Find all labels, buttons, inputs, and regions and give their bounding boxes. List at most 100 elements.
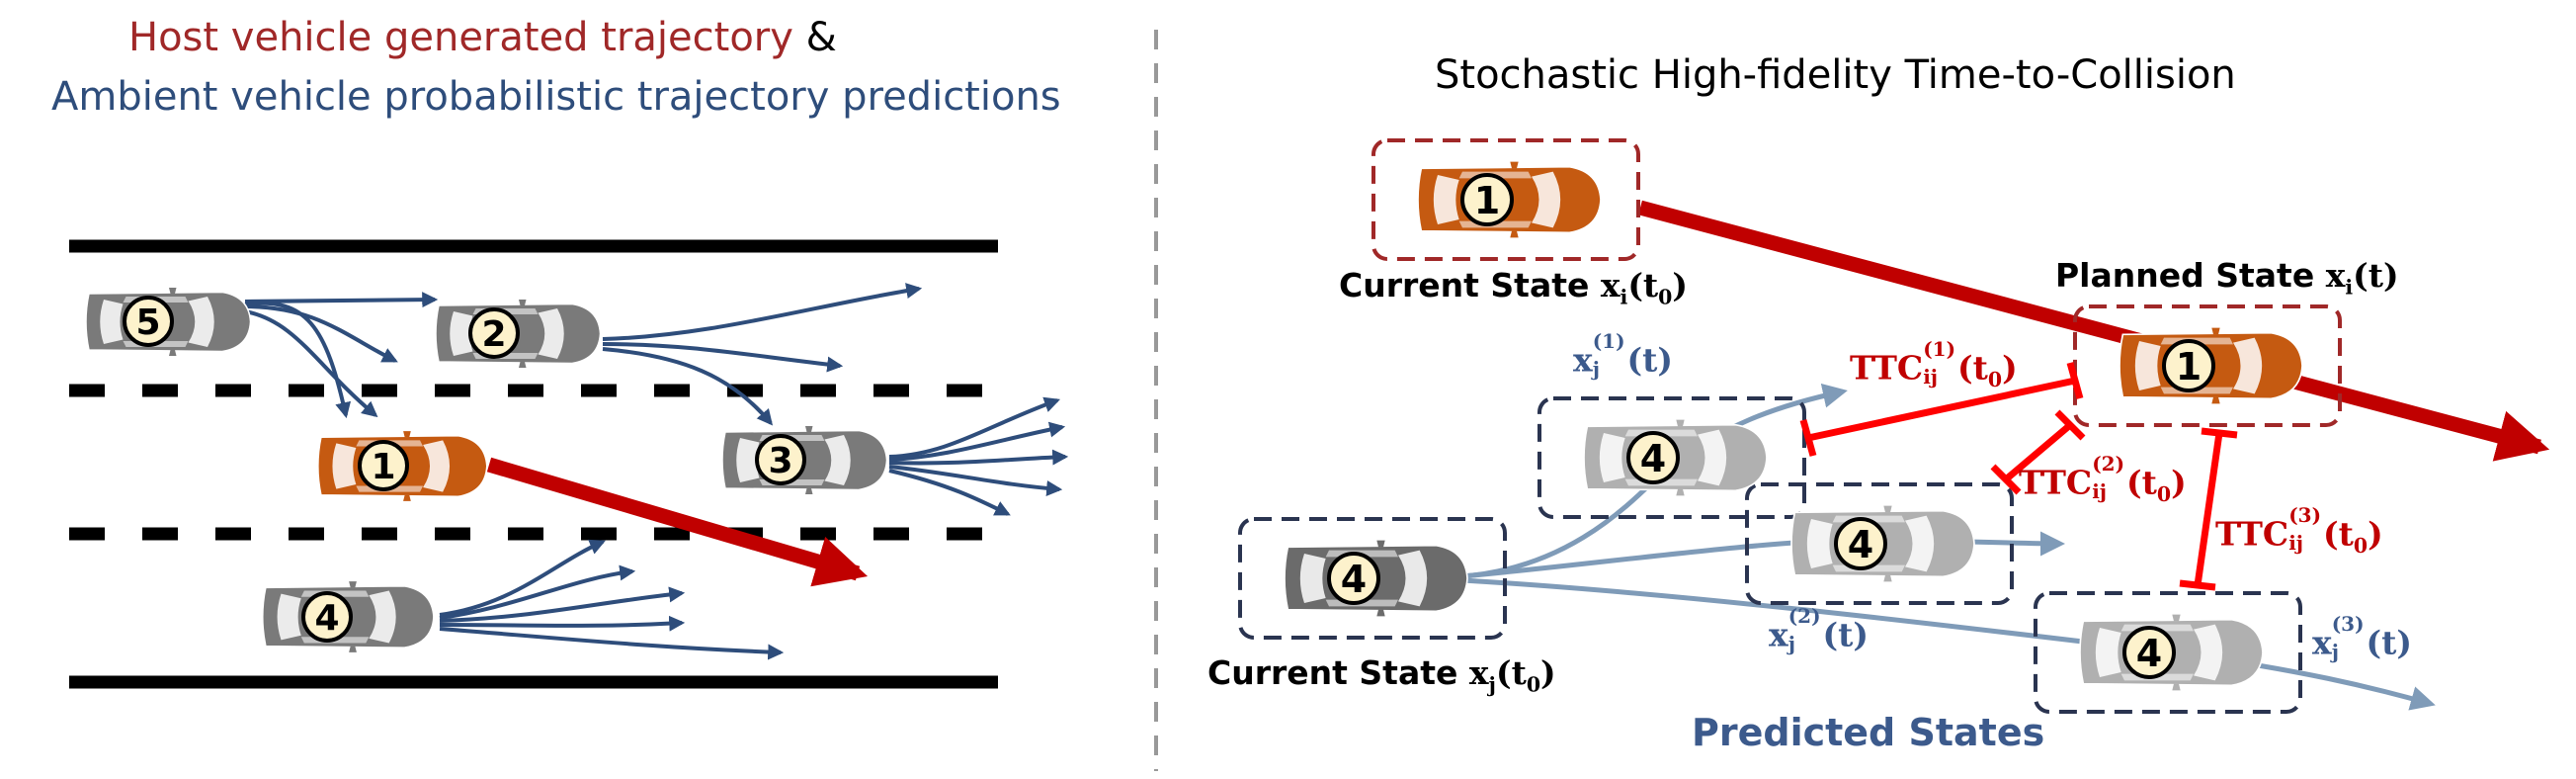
ttc-1-line (1807, 377, 2076, 442)
ttc-label-2-arg-sub: 0 (2156, 482, 2172, 507)
car-2-number: 2 (481, 314, 506, 355)
ambient-current-box (1238, 517, 1507, 640)
ambient-car-current-number: 4 (1341, 558, 1367, 601)
car2-prediction (602, 342, 844, 373)
pred-label-3-symbol: x (2312, 623, 2332, 662)
host-car-current-number: 1 (1474, 179, 1500, 222)
car4-prediction (439, 539, 606, 617)
host-planned-state-label: Planned State xi(t) (2055, 256, 2399, 298)
car5-prediction (244, 292, 439, 308)
ttc-label-1: TTC(1)ij(t0) (1850, 338, 2018, 392)
left-title-line1: Host vehicle generated trajectory & (128, 12, 837, 63)
pred-label-1-arg: (t) (1626, 340, 1674, 380)
road (69, 239, 998, 689)
ttc-label-3-sup: (3) (2288, 503, 2322, 527)
ambient-prediction-caption: Ambient vehicle probabilistic trajectory… (51, 74, 1061, 120)
ambient-car-current-badge (1327, 552, 1380, 605)
ttc-label-2-name: TTC (2019, 463, 2093, 502)
host-car-planned-badge (2162, 339, 2215, 392)
ambient-current-state-label: Current State xj(t0) (1207, 653, 1556, 695)
car-4-number: 4 (314, 598, 339, 639)
pred-label-3-arg: (t) (2366, 623, 2413, 662)
predicted-car-2-badge (1834, 517, 1887, 570)
car3-prediction (888, 396, 1061, 459)
host-planned-trajectory (1638, 200, 2550, 462)
ttc-label-1-arg-sub: 0 (1987, 368, 2003, 392)
pred-label-3-indices: (3)j (2332, 613, 2365, 666)
host-trajectory-arrow (486, 457, 869, 587)
right-title: Stochastic High-fidelity Time-to-Collisi… (1435, 49, 2236, 101)
host-planned-box (2073, 304, 2342, 427)
car-3: 3 (721, 425, 888, 495)
ttc-label-2-close: ) (2171, 463, 2187, 502)
car2-prediction (602, 283, 923, 341)
host-current-state-label: Current State xi(t0) (1339, 266, 1689, 307)
car3-prediction (888, 465, 1063, 496)
pred-label-2-indices: (2) j (1787, 605, 1821, 658)
car4-prediction (439, 615, 686, 632)
ambient-current-state-text: Current State (1207, 653, 1469, 692)
ttc-1-cap (1799, 419, 1817, 457)
ttc-label-3-indices: (3)ij (2288, 504, 2321, 558)
car-3-number: 3 (768, 441, 792, 481)
ttc-connectors (1799, 362, 2238, 591)
car-4-badge (301, 591, 353, 643)
prediction-3 (1461, 577, 2436, 711)
ttc-label-1-sup: (1) (1923, 337, 1956, 361)
ttc-label-2-indices: (2)ij (2092, 453, 2124, 506)
predicted-car-1-badge (1626, 431, 1680, 484)
host-car-current-badge (1460, 173, 1514, 226)
ttc-2-cap (2054, 409, 2086, 441)
car5-prediction (244, 304, 398, 363)
host-current-box (1371, 138, 1640, 261)
pred-label-2-sub: j (1787, 632, 1795, 655)
ambient-current-state-arg: (t (1495, 653, 1527, 692)
predicted-car-3-number: 4 (2136, 632, 2162, 675)
car-5-number: 5 (135, 303, 160, 343)
left-title-line2: Ambient vehicle probabilistic trajectory… (51, 71, 1061, 123)
ttc-label-3-arg: (t (2323, 514, 2354, 554)
car-1-badge (358, 440, 409, 491)
pred-label-3-sup: (3) (2331, 612, 2365, 636)
car-4: 4 (261, 580, 435, 653)
ambient-current-state-close: ) (1540, 653, 1556, 692)
ambient-current-state-sub: j (1488, 672, 1496, 697)
predicted-car-2-number: 4 (1848, 523, 1873, 566)
ttc-label-3-name: TTC (2215, 514, 2289, 554)
pred-label-1-symbol: x (1573, 340, 1593, 380)
ttc-label-1-name: TTC (1850, 348, 1924, 388)
ampersand: & (792, 15, 837, 60)
host-current-state-arg: (t (1627, 266, 1659, 304)
pred-label-2-arg: (t) (1822, 615, 1870, 654)
car-5: 5 (85, 287, 252, 357)
predicted-car-1: 4 (1583, 418, 1768, 497)
host-car-current: 1 (1417, 160, 1602, 239)
host-current-state-close: ) (1672, 266, 1689, 304)
host-current-state-text: Current State (1339, 266, 1601, 304)
ttc-3-cap (2201, 427, 2238, 439)
car4-prediction (439, 627, 785, 660)
host-planned-state-arg: (t) (2353, 256, 2399, 295)
pred-label-1: x(1)j(t) (1573, 330, 1674, 384)
predicted-box-1 (1537, 396, 1806, 519)
predicted-states-text: Predicted States (1692, 711, 2045, 754)
predicted-states-label: Predicted States (1692, 714, 2044, 751)
car-1-number: 1 (371, 447, 395, 487)
pred-label-2-sup: (2) (1787, 604, 1821, 628)
predicted-car-3-badge (2122, 626, 2176, 679)
car3-prediction (888, 449, 1069, 466)
pred-label-2-symbol: x (1769, 615, 1788, 654)
pred-label-1-sup: (1) (1592, 329, 1625, 353)
car2-prediction (602, 347, 774, 426)
ttc-label-3: TTC(3)ij(t0) (2215, 504, 2383, 558)
ambient-current-state-symbol: x (1468, 653, 1489, 692)
host-car-planned-number: 1 (2176, 345, 2202, 389)
predicted-car-1-number: 4 (1640, 437, 1666, 480)
ttc-label-1-indices: (1)ij (1923, 338, 1955, 391)
predicted-box-2 (1745, 482, 2014, 605)
ttc-1-cap (2066, 362, 2084, 399)
car4-prediction (439, 564, 636, 620)
car5-prediction (244, 309, 378, 418)
ttc-2-line (2003, 422, 2073, 482)
